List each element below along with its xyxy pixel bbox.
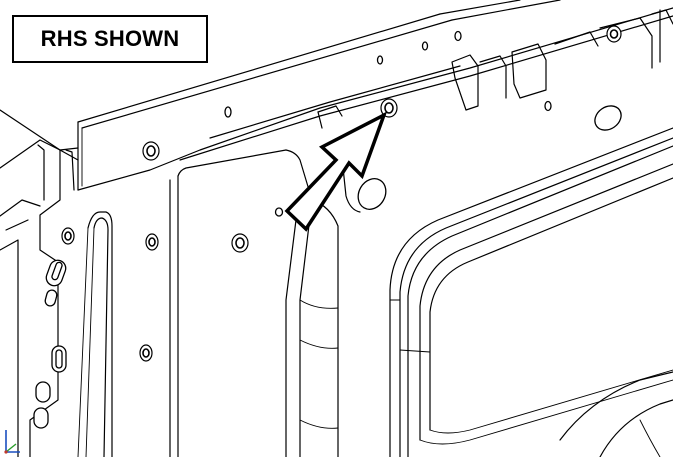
fastener-arrow-target: [380, 98, 398, 118]
axis-triad-icon: [4, 430, 20, 454]
rhs-shown-label: RHS SHOWN: [12, 15, 208, 63]
fastener-holes: [61, 25, 622, 362]
small-hole: [544, 100, 552, 112]
slot: [51, 261, 63, 281]
slot: [55, 349, 63, 369]
fastener-top-right: [606, 25, 622, 43]
top-right-ribs: [451, 9, 673, 111]
fastener-pillar: [61, 227, 75, 245]
slot: [33, 407, 49, 429]
slot: [35, 381, 51, 403]
small-hole: [376, 55, 384, 65]
fastener-left-upper: [145, 233, 159, 251]
left-side-panel: [0, 109, 79, 457]
fastener-center: [231, 233, 249, 253]
small-hole: [454, 30, 462, 42]
fastener-left-lower: [139, 344, 153, 362]
small-hole: [224, 106, 232, 118]
small-hole: [274, 207, 284, 217]
left-pillar: [77, 211, 113, 457]
window-cutout: [389, 127, 673, 457]
fastener-top-left: [142, 141, 160, 161]
oval-hole: [357, 178, 387, 210]
small-hole: [421, 41, 429, 51]
center-member: [169, 105, 361, 457]
slot: [44, 289, 58, 307]
side-slots: [33, 259, 67, 429]
arrow-icon: [284, 111, 388, 232]
oval-hole: [594, 105, 622, 131]
top-rail: [77, 0, 673, 191]
